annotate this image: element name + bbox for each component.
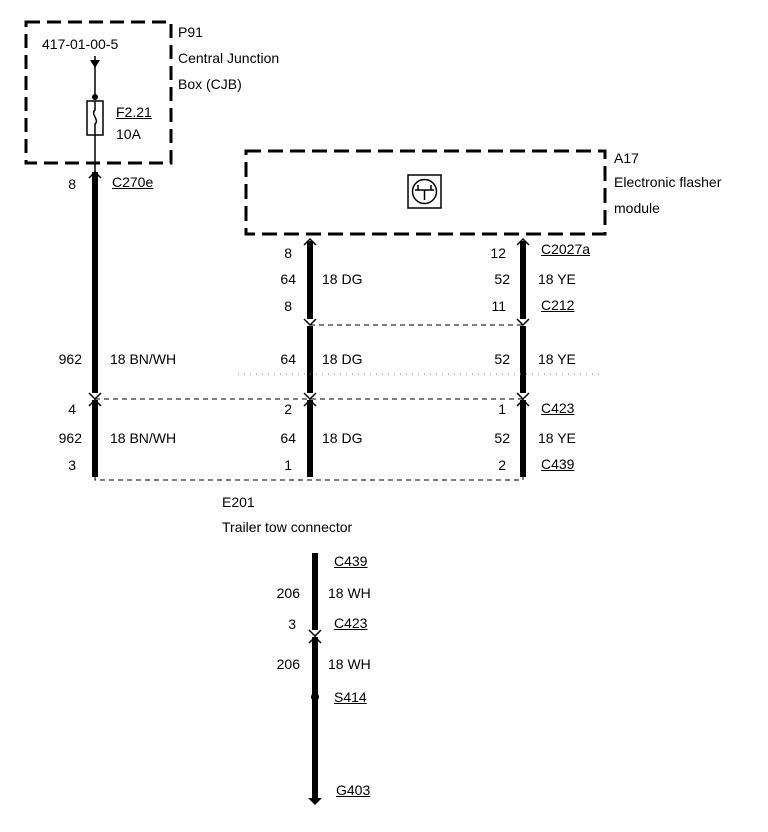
connector-c212: C212 bbox=[541, 297, 575, 313]
right-wire2: 18 YE bbox=[538, 351, 576, 367]
splice-s414: S414 bbox=[334, 689, 367, 705]
fuse-icon bbox=[86, 100, 104, 136]
right-pin-c212: 11 bbox=[491, 298, 506, 314]
right-pin-c2027a: 12 bbox=[490, 245, 506, 261]
mid-circuit3: 64 bbox=[280, 430, 296, 446]
flasher-id: A17 bbox=[614, 150, 639, 166]
ground-circuit2: 206 bbox=[276, 656, 300, 672]
right-wire1: 18 YE bbox=[538, 271, 576, 287]
ground-pin-c423: 3 bbox=[288, 616, 296, 632]
ground-circuit1: 206 bbox=[276, 585, 300, 601]
right-circuit2: 52 bbox=[494, 351, 510, 367]
ground-icon bbox=[308, 798, 322, 805]
connector-c2027a: C2027a bbox=[541, 241, 591, 257]
left-wire2: 18 BN/WH bbox=[110, 430, 177, 446]
fuse-rating: 10A bbox=[116, 126, 141, 142]
left-circuit2: 962 bbox=[58, 430, 82, 446]
flasher-box bbox=[244, 149, 607, 236]
right-pin-c439: 2 bbox=[498, 457, 506, 473]
ground-conn-c439: C439 bbox=[334, 553, 368, 569]
flasher-name-line1: Electronic flasher bbox=[614, 174, 722, 190]
cjb-name-line2: Box (CJB) bbox=[178, 76, 242, 92]
left-pin-top: 8 bbox=[68, 176, 76, 192]
left-circuit: 962 bbox=[58, 351, 82, 367]
feed-arrow-icon bbox=[90, 60, 100, 68]
trailer-id: E201 bbox=[222, 494, 255, 510]
cjb-id: P91 bbox=[178, 24, 203, 40]
left-pin-c423: 4 bbox=[68, 401, 76, 417]
mid-circuit2: 64 bbox=[280, 351, 296, 367]
ground-conn-c423: C423 bbox=[334, 615, 368, 631]
trailer-name: Trailer tow connector bbox=[222, 519, 353, 535]
right-pin-c423: 1 bbox=[498, 401, 506, 417]
mid-pin-c2027a: 8 bbox=[284, 245, 292, 261]
mid-pin-c212: 8 bbox=[284, 298, 292, 314]
right-wire3: 18 YE bbox=[538, 430, 576, 446]
mid-wire3: 18 DG bbox=[322, 430, 363, 446]
splice-dot bbox=[311, 693, 319, 701]
flasher-name-line2: module bbox=[614, 200, 660, 216]
ground-branch-chevrons bbox=[308, 629, 322, 644]
flasher-relay-icon bbox=[407, 174, 442, 209]
connector-c439: C439 bbox=[541, 456, 575, 472]
fuse-top-dot bbox=[92, 94, 98, 100]
cjb-box bbox=[24, 20, 173, 165]
mid-circuit1: 64 bbox=[280, 271, 296, 287]
connector-c270e: C270e bbox=[112, 174, 154, 190]
mid-pin-c423: 2 bbox=[284, 401, 292, 417]
ground-wire2: 18 WH bbox=[328, 656, 371, 672]
right-circuit3: 52 bbox=[494, 430, 510, 446]
cjb-reference: 417-01-00-5 bbox=[42, 36, 119, 52]
ground-wire1: 18 WH bbox=[328, 585, 371, 601]
left-pin-c439: 3 bbox=[68, 457, 76, 473]
fuse-id: F2.21 bbox=[116, 104, 152, 120]
trailer-connector-box bbox=[94, 398, 524, 481]
left-wire: 18 BN/WH bbox=[110, 351, 177, 367]
mid-wire1: 18 DG bbox=[322, 271, 363, 287]
cjb-name-line1: Central Junction bbox=[178, 50, 280, 66]
mid-wire2: 18 DG bbox=[322, 351, 363, 367]
mid-pin-c439: 1 bbox=[284, 457, 292, 473]
right-circuit1: 52 bbox=[494, 271, 510, 287]
connector-c423: C423 bbox=[541, 400, 575, 416]
ground-g403: G403 bbox=[336, 782, 371, 798]
